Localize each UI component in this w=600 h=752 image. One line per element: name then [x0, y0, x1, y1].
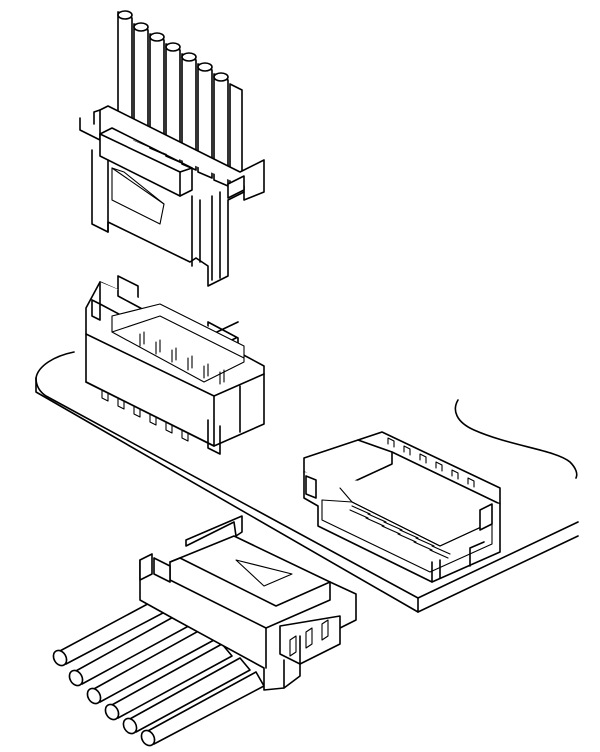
vertical-crimp-housing	[79, 10, 265, 287]
horizontal-crimp-housing	[52, 515, 357, 747]
right-angle-contacts	[349, 505, 451, 559]
pcb-header-right-angle	[303, 431, 501, 583]
header-contacts	[139, 331, 225, 385]
vertical-wires	[117, 10, 243, 193]
header-pins	[101, 389, 189, 442]
header-top-notches	[387, 437, 475, 488]
horizontal-wires	[52, 591, 265, 747]
pcb-header-vertical	[85, 275, 265, 455]
